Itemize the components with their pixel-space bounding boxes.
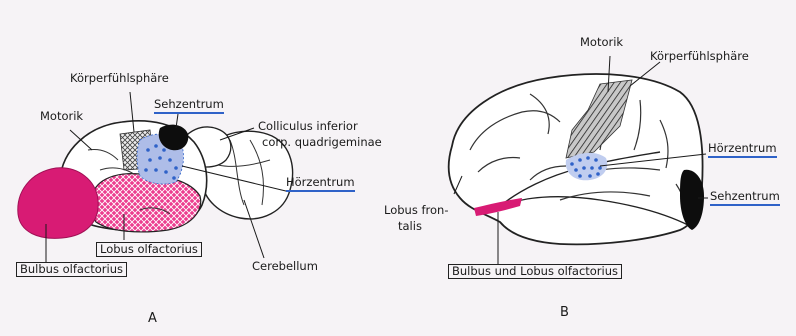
label-b-koerperfuehlsphaere: Körperfühlsphäre [650, 50, 749, 63]
label-a-bulbus-olfactorius: Bulbus olfactorius [16, 262, 127, 277]
label-b-hoerzentrum: Hörzentrum [708, 142, 777, 158]
label-a-cerebellum: Cerebellum [252, 260, 318, 273]
label-b-sehzentrum: Sehzentrum [710, 190, 780, 206]
panel-letter-a: A [148, 312, 157, 327]
bulbus-olfactorius-area [18, 168, 98, 238]
label-b-lobus-frontalis-line1: Lobus fron- [384, 204, 448, 217]
label-b-lobus-frontalis-line2: talis [398, 220, 422, 233]
label-a-colliculus-line1: Colliculus inferior [258, 120, 358, 133]
label-a-motorik: Motorik [40, 110, 83, 123]
lobus-olfactorius-area [91, 174, 201, 232]
label-a-lobus-olfactorius: Lobus olfactorius [96, 242, 202, 257]
figure-b-brain [449, 74, 704, 244]
label-b-bulbus-und-lobus-olfactorius: Bulbus und Lobus olfactorius [448, 264, 622, 279]
label-b-motorik: Motorik [580, 36, 623, 49]
label-a-sehzentrum: Sehzentrum [154, 98, 224, 114]
panel-letter-b: B [560, 306, 569, 321]
label-a-colliculus-line2: corp. quadrigeminae [262, 136, 382, 149]
label-a-koerperfuehlsphaere: Körperfühlsphäre [70, 72, 169, 85]
label-a-hoerzentrum: Hörzentrum [286, 176, 355, 192]
